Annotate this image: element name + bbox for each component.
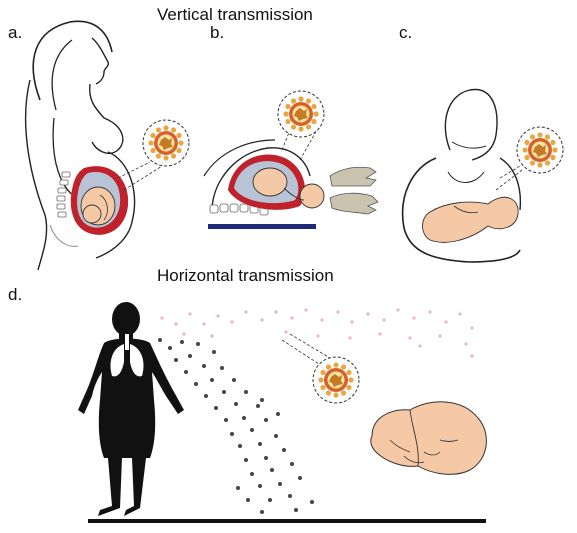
panel-label-a: a. (8, 23, 23, 42)
aerosol-droplets-dark (158, 338, 314, 514)
vertical-transmission-title: Vertical transmission (157, 5, 313, 24)
panel-label-d: d. (8, 285, 23, 304)
delivery-illustration (203, 90, 379, 229)
virus-icon (312, 356, 360, 404)
horizontal-transmission-illustration (78, 302, 487, 523)
person-silhouette (78, 302, 184, 516)
horizontal-transmission-title: Horizontal transmission (157, 266, 334, 285)
breastfeeding-illustration (401, 88, 564, 263)
virus-icon (277, 90, 325, 138)
virus-icon (516, 126, 564, 174)
aerosol-cloud-light (160, 308, 474, 358)
pregnant-woman-illustration (24, 20, 190, 271)
panel-label-b: b. (210, 23, 225, 42)
virus-icon (142, 119, 190, 167)
panel-label-c: c. (399, 23, 413, 42)
sleeping-baby (370, 401, 487, 475)
